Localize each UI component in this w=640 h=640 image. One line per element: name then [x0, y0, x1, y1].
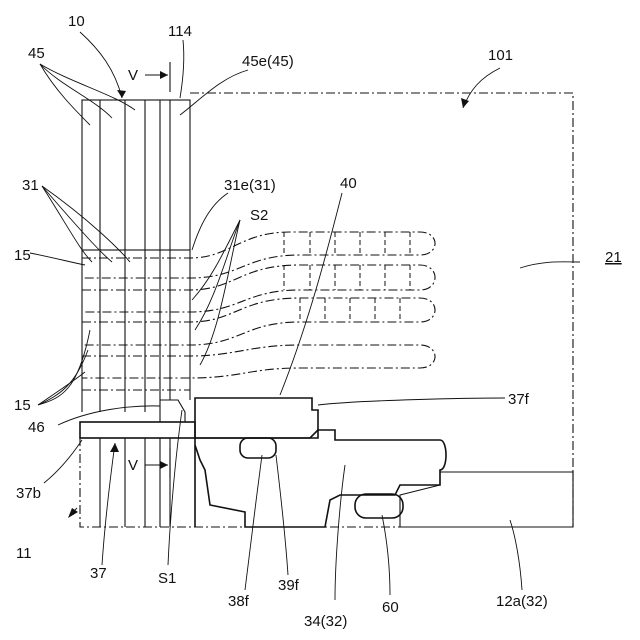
housing-34	[195, 430, 573, 527]
label-21: 21	[605, 249, 622, 266]
label-34: 34(32)	[304, 613, 347, 630]
label-31e: 31e(31)	[224, 177, 276, 194]
label-v-bottom: V	[128, 457, 138, 474]
label-10: 10	[68, 13, 85, 30]
section-marker-top	[145, 62, 170, 92]
plate-40	[195, 398, 318, 438]
label-45e: 45e(45)	[242, 53, 294, 70]
label-s2: S2	[250, 207, 268, 224]
label-15-bottom: 15	[14, 397, 31, 414]
label-40: 40	[340, 175, 357, 192]
seal-39f	[240, 438, 276, 458]
label-37: 37	[90, 565, 107, 582]
label-31: 31	[22, 177, 39, 194]
coil-conductors-15	[82, 232, 435, 390]
label-46: 46	[28, 419, 45, 436]
label-s1: S1	[158, 570, 176, 587]
o-ring-60	[355, 494, 403, 518]
label-37f: 37f	[508, 391, 530, 408]
leader-lines	[30, 32, 580, 600]
label-11: 11	[16, 545, 32, 562]
section-marker-bottom	[145, 448, 170, 478]
label-45: 45	[28, 45, 45, 62]
label-v-top: V	[128, 67, 138, 84]
outer-boundary	[80, 93, 573, 527]
stator-core-45	[82, 100, 190, 250]
insulating-sheet-37	[80, 422, 195, 438]
label-101: 101	[488, 47, 513, 64]
label-15-top: 15	[14, 247, 31, 264]
label-38f: 38f	[228, 593, 250, 610]
label-39f: 39f	[278, 577, 300, 594]
label-12a: 12a(32)	[496, 593, 548, 610]
label-37b: 37b	[16, 485, 41, 502]
sheet-lines	[82, 250, 190, 412]
label-60: 60	[382, 599, 399, 616]
label-114: 114	[168, 23, 192, 40]
